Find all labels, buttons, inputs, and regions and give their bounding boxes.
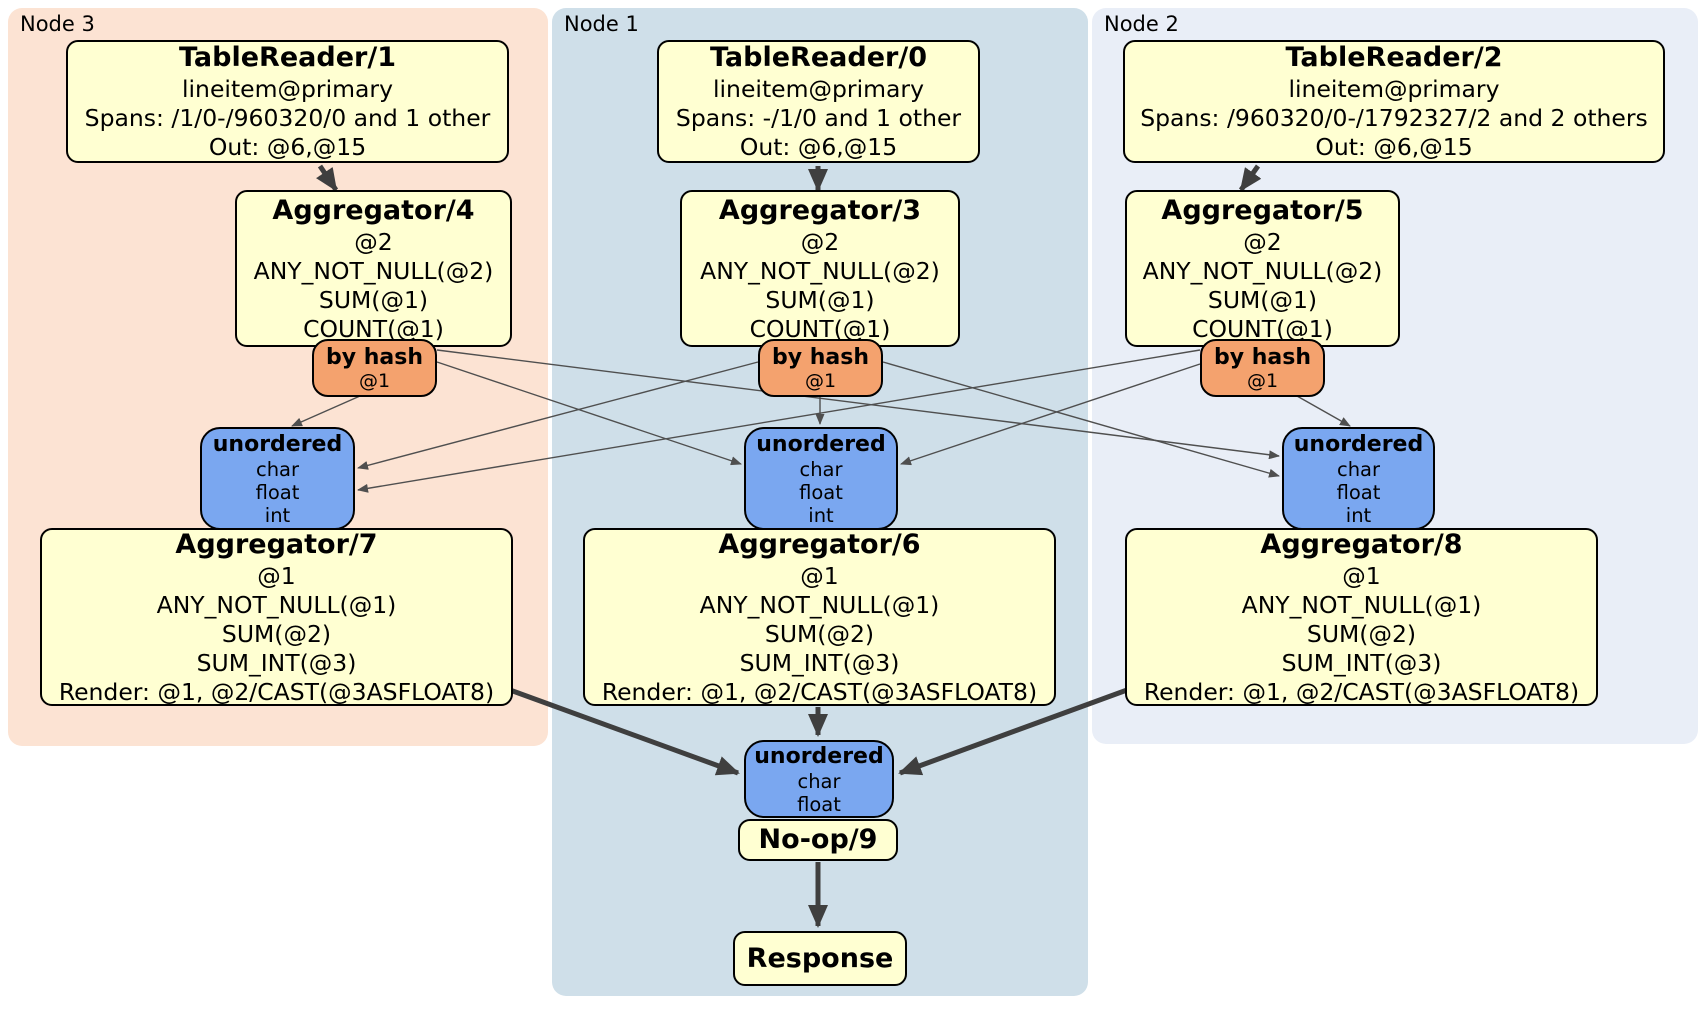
node-tablereader-2: TableReader/2 lineitem@primary Spans: /9… <box>1123 40 1665 163</box>
edge-tr2-agg5 <box>1238 164 1262 192</box>
edge-hash2-sync3 <box>357 349 1201 493</box>
router-by-hash-node2: by hash @1 <box>1200 339 1325 397</box>
router-title: by hash <box>771 344 869 370</box>
sync-title: unordered <box>754 743 884 769</box>
node-noop-9: No-op/9 <box>738 819 898 861</box>
sync-unordered-node1: unordered char float int <box>744 427 898 530</box>
node-title: Aggregator/7 <box>175 528 378 560</box>
edge-hash1-sync3 <box>357 361 759 470</box>
node-title: Aggregator/4 <box>272 194 475 226</box>
sync-unordered-node2: unordered char float int <box>1282 427 1435 530</box>
node-title: No-op/9 <box>758 824 878 855</box>
sync-unordered-final: unordered char float <box>744 740 894 818</box>
region-label-node2: Node 2 <box>1104 12 1179 36</box>
node-aggregator-4: Aggregator/4 @2 ANY_NOT_NULL(@2) SUM(@1)… <box>235 190 512 347</box>
node-title: Aggregator/5 <box>1161 194 1364 226</box>
region-label-node1: Node 1 <box>564 12 639 36</box>
node-response: Response <box>733 931 907 986</box>
node-title: TableReader/1 <box>179 42 396 73</box>
node-title: Response <box>746 942 894 974</box>
router-by-hash-node1: by hash @1 <box>758 339 883 397</box>
region-label-node3: Node 3 <box>20 12 95 36</box>
main-flow-edges <box>316 164 1262 929</box>
sync-title: unordered <box>212 431 343 457</box>
node-title: TableReader/0 <box>710 42 927 73</box>
router-by-hash-node3: by hash @1 <box>312 339 437 397</box>
edge-hash3-sync2 <box>436 349 1280 460</box>
edge-hash2-sync2 <box>1296 395 1351 427</box>
node-title: TableReader/2 <box>1285 42 1503 73</box>
router-title: by hash <box>325 344 423 370</box>
router-title: by hash <box>1213 344 1311 370</box>
edge-hash3-sync1 <box>436 361 742 466</box>
node-aggregator-6: Aggregator/6 @1 ANY_NOT_NULL(@1) SUM(@2)… <box>583 528 1056 706</box>
node-title: Aggregator/3 <box>718 194 922 226</box>
edge-agg8-syncfinal <box>898 687 1128 776</box>
sync-title: unordered <box>756 431 886 457</box>
node-aggregator-5: Aggregator/5 @2 ANY_NOT_NULL(@2) SUM(@1)… <box>1125 190 1400 347</box>
node-aggregator-8: Aggregator/8 @1 ANY_NOT_NULL(@1) SUM(@2)… <box>1125 528 1598 706</box>
edge-hash1-sync2 <box>882 361 1280 478</box>
node-tablereader-1: TableReader/1 lineitem@primary Spans: /1… <box>66 40 509 163</box>
node-aggregator-3: Aggregator/3 @2 ANY_NOT_NULL(@2) SUM(@1)… <box>680 190 960 347</box>
node-aggregator-7: Aggregator/7 @1 ANY_NOT_NULL(@1) SUM(@2)… <box>40 528 513 706</box>
sync-unordered-node3: unordered char float int <box>200 427 355 530</box>
edge-hash3-sync3 <box>291 395 361 427</box>
node-title: Aggregator/6 <box>718 528 921 560</box>
node-title: Aggregator/8 <box>1260 528 1463 560</box>
hash-stream-edges <box>291 349 1351 493</box>
edge-tr1-agg4 <box>316 164 339 192</box>
sync-title: unordered <box>1293 431 1424 457</box>
edge-agg7-syncfinal <box>509 687 740 776</box>
edge-hash2-sync1 <box>900 363 1201 466</box>
node-tablereader-0: TableReader/0 lineitem@primary Spans: -/… <box>657 40 980 163</box>
